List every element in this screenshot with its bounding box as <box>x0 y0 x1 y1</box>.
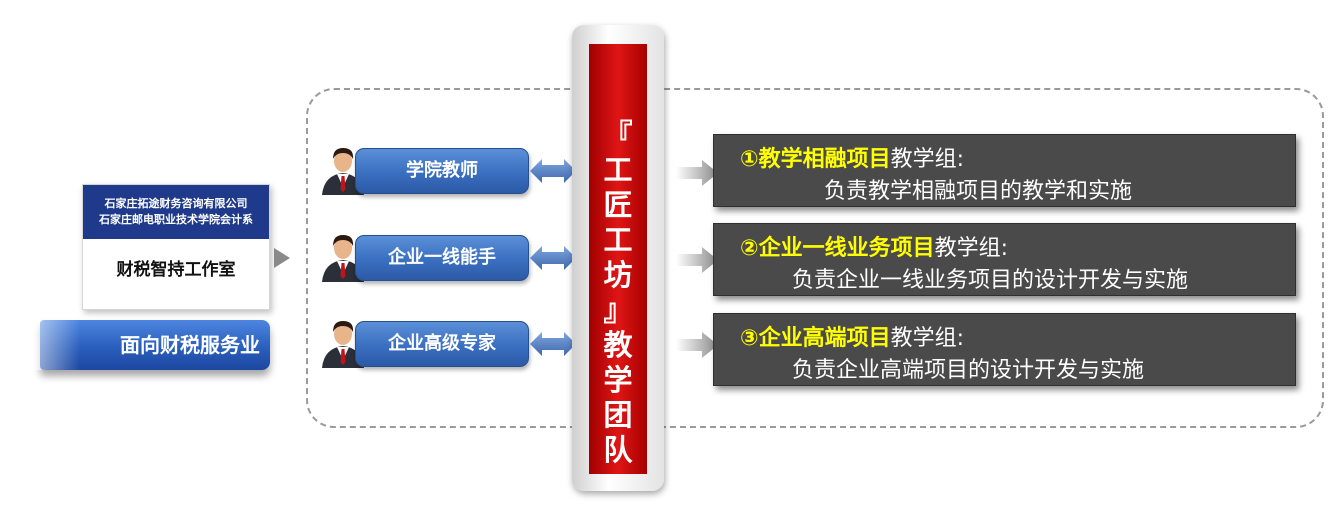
group-suffix: 教学组: <box>890 326 965 351</box>
group-name: 教学相融项目 <box>758 147 891 172</box>
team-title: 『工匠工坊』教学团队 <box>603 118 633 467</box>
org-arrow-icon <box>274 248 290 268</box>
group-mark: ① <box>740 147 759 172</box>
industry-tag-fade <box>0 320 80 370</box>
person-icon <box>322 321 364 368</box>
org-college: 石家庄邮电职业技术学院会计系 <box>99 213 253 226</box>
double-arrow-icon <box>530 332 576 356</box>
person-icon <box>322 148 364 195</box>
role-pill-teacher: 学院教师 <box>355 148 529 194</box>
team-bar-inner: 『工匠工坊』教学团队 <box>589 44 647 474</box>
arrow-right-icon <box>676 247 718 273</box>
group-title: ②企业一线业务项目教学组: <box>740 230 1008 262</box>
group-mark: ③ <box>740 326 759 351</box>
group-box-3: ③企业高端项目教学组: 负责企业高端项目的设计开发与实施 <box>713 313 1296 386</box>
group-title: ③企业高端项目教学组: <box>740 320 964 352</box>
role-pill-frontline: 企业一线能手 <box>355 235 529 281</box>
group-name: 企业一线业务项目 <box>758 236 935 261</box>
group-mark: ② <box>740 236 759 261</box>
team-frame <box>306 88 1324 428</box>
org-company: 石家庄拓途财务咨询有限公司 <box>104 197 248 210</box>
double-arrow-icon <box>530 246 576 270</box>
studio-name: 财税智持工作室 <box>116 260 236 280</box>
role-row-1 <box>320 145 366 199</box>
group-box-1: ①教学相融项目教学组: 负责教学相融项目的教学和实施 <box>713 134 1296 207</box>
org-header: 石家庄拓途财务咨询有限公司 石家庄邮电职业技术学院会计系 <box>83 185 269 239</box>
group-desc: 负责教学相融项目的教学和实施 <box>824 179 1133 204</box>
group-desc: 负责企业高端项目的设计开发与实施 <box>792 358 1145 383</box>
org-card: 石家庄拓途财务咨询有限公司 石家庄邮电职业技术学院会计系 财税智持工作室 <box>82 184 270 310</box>
team-bar: 『工匠工坊』教学团队 <box>572 25 664 491</box>
role-pill-expert: 企业高级专家 <box>355 321 529 367</box>
arrow-right-icon <box>676 160 718 186</box>
role-row-3 <box>320 318 366 372</box>
group-box-2: ②企业一线业务项目教学组: 负责企业一线业务项目的设计开发与实施 <box>713 223 1296 296</box>
person-icon <box>322 235 364 282</box>
arrow-right-icon <box>676 332 718 358</box>
group-suffix: 教学组: <box>934 236 1009 261</box>
double-arrow-icon <box>530 159 576 183</box>
role-row-2 <box>320 232 366 286</box>
group-suffix: 教学组: <box>890 147 965 172</box>
group-name: 企业高端项目 <box>758 326 891 351</box>
group-title: ①教学相融项目教学组: <box>740 141 964 173</box>
group-desc: 负责企业一线业务项目的设计开发与实施 <box>792 268 1189 293</box>
